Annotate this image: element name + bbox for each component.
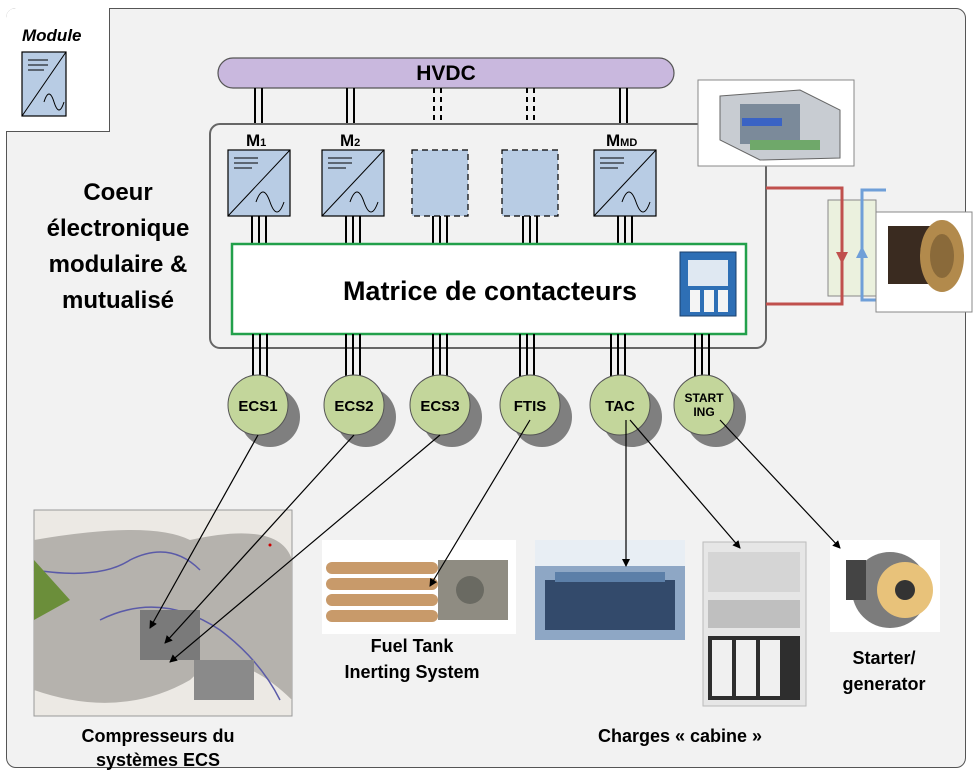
node-ecs1-label: ECS1 bbox=[238, 398, 277, 415]
node-ecs2-label: ECS2 bbox=[334, 398, 373, 415]
module-slot-4 bbox=[501, 149, 559, 217]
module-legend-label: Module bbox=[22, 26, 82, 45]
contactor-matrix-label: Matrice de contacteurs bbox=[343, 276, 637, 306]
ftis-image bbox=[322, 540, 516, 634]
module-m2-label: M2 bbox=[340, 131, 360, 150]
core-title-line-4: mutualisé bbox=[62, 287, 174, 314]
module-mmd-label: MMD bbox=[606, 131, 637, 150]
node-tac-label: TAC bbox=[605, 398, 635, 415]
core-title-line-2: électronique bbox=[47, 215, 190, 242]
core-title: Coeur électronique modulaire & mutualisé bbox=[47, 179, 190, 314]
module-m2 bbox=[321, 149, 385, 217]
caption-starter-line-1: Starter/ bbox=[852, 648, 915, 668]
core-load-links bbox=[252, 334, 710, 382]
node-ecs2 bbox=[323, 374, 396, 447]
node-starting-label-2: ING bbox=[693, 405, 714, 419]
caption-ftis-line-2: Inerting System bbox=[344, 662, 479, 682]
cabin-galley-image bbox=[702, 541, 807, 707]
core-title-line-1: Coeur bbox=[83, 179, 152, 206]
module-m1-label: M1 bbox=[246, 131, 266, 150]
node-tac bbox=[589, 374, 662, 447]
heat-exchanger-image bbox=[875, 211, 973, 313]
bus-connections bbox=[254, 88, 628, 124]
module-m1 bbox=[227, 149, 291, 217]
cabinet-image bbox=[697, 79, 855, 167]
cabin-seats-image bbox=[535, 540, 685, 640]
node-ecs1 bbox=[227, 374, 300, 447]
module-matrix-links bbox=[251, 216, 633, 244]
contactor-matrix bbox=[230, 242, 748, 336]
node-ecs3 bbox=[409, 374, 482, 447]
hvdc-bus bbox=[217, 57, 675, 89]
load-arrows bbox=[149, 419, 841, 663]
cooling-loop bbox=[766, 186, 886, 306]
module-legend-icon bbox=[21, 51, 67, 117]
hvdc-bus-label: HVDC bbox=[416, 62, 476, 85]
caption-ecs-line-1: Compresseurs du bbox=[81, 726, 234, 746]
caption-ftis-line-1: Fuel Tank bbox=[371, 636, 455, 656]
caption-ecs-line-2: systèmes ECS bbox=[96, 750, 220, 770]
node-ftis-label: FTIS bbox=[514, 398, 547, 415]
node-starting-label-1: START bbox=[684, 391, 724, 405]
caption-cabin: Charges « cabine » bbox=[598, 726, 762, 746]
caption-starter-line-2: generator bbox=[842, 674, 925, 694]
core-title-line-3: modulaire & bbox=[49, 251, 188, 278]
contactor-photo bbox=[679, 251, 737, 317]
node-ecs3-label: ECS3 bbox=[420, 398, 459, 415]
module-slot-3 bbox=[411, 149, 469, 217]
node-ftis bbox=[499, 374, 572, 447]
module-mmd bbox=[593, 149, 657, 217]
ecs-compressor-image bbox=[33, 509, 293, 717]
starter-generator-image bbox=[830, 540, 940, 632]
